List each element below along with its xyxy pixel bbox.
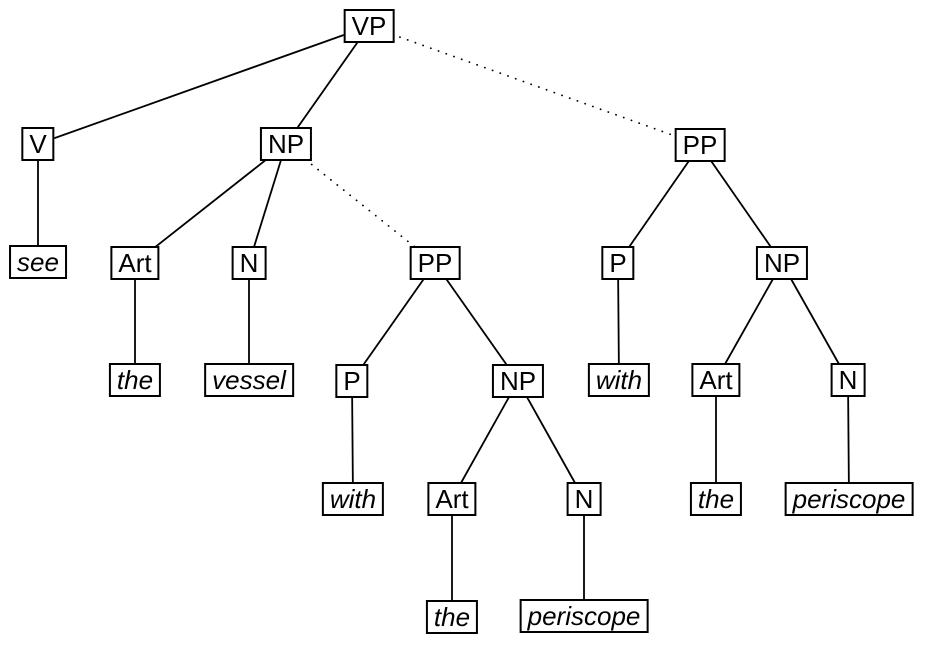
tree-node-art_r: Art — [691, 363, 741, 397]
tree-node-see: see — [9, 245, 67, 279]
tree-node-label: N — [838, 365, 858, 395]
tree-node-label: see — [17, 247, 59, 277]
tree-node-label: P — [609, 248, 627, 278]
tree-node-label: periscope — [792, 484, 906, 514]
tree-node-n1: N — [231, 246, 267, 280]
tree-node-label: V — [29, 129, 47, 159]
tree-node-with_m: with — [321, 482, 385, 516]
tree-node-n_r: N — [830, 363, 866, 397]
tree-node-label: the — [433, 602, 471, 632]
tree-node-label: NP — [499, 366, 537, 396]
tree-node-label: PP — [682, 130, 718, 160]
tree-node-p_m: P — [335, 364, 369, 398]
tree-node-vp: VP — [343, 9, 395, 43]
tree-node-pp_m: PP — [409, 246, 461, 280]
tree-node-label: with — [329, 484, 377, 514]
tree-node-label: P — [343, 366, 361, 396]
tree-edge-pp_m-np_m — [434, 262, 519, 382]
tree-node-the_r: the — [689, 482, 743, 516]
tree-node-n_m: N — [566, 482, 602, 516]
tree-edge-np_m-art_m — [451, 380, 519, 500]
tree-node-label: NP — [763, 248, 801, 278]
tree-edge-p_m-with_m — [351, 380, 354, 500]
tree-node-np1: NP — [259, 127, 313, 161]
tree-node-label: N — [574, 484, 594, 514]
tree-node-label: PP — [417, 248, 453, 278]
tree-node-label: vessel — [212, 365, 286, 395]
tree-edge-np_r-n_r — [781, 262, 849, 381]
tree-edge-pp_m-p_m — [351, 262, 436, 382]
tree-edge-pp_r-p_r — [617, 144, 701, 264]
tree-edge-p_r-with_r — [617, 262, 620, 381]
tree-node-label: Art — [435, 484, 469, 514]
tree-node-label: NP — [267, 129, 305, 159]
tree-edge-n_r-periscope_r — [847, 379, 850, 500]
tree-node-p_r: P — [601, 246, 635, 280]
tree-node-np_r: NP — [755, 246, 809, 280]
tree-node-art_m: Art — [427, 482, 477, 516]
tree-node-the1: the — [108, 363, 162, 397]
tree-node-the_m: the — [425, 600, 479, 634]
tree-node-label: Art — [699, 365, 733, 395]
tree-node-label: VP — [351, 11, 387, 41]
tree-node-periscope_m: periscope — [519, 599, 649, 633]
tree-node-pp_r: PP — [674, 128, 726, 162]
tree-edge-vp-np1 — [285, 25, 370, 145]
tree-node-v: V — [21, 127, 55, 161]
tree-edge-vp-v — [37, 25, 370, 145]
tree-edge-np_r-art_r — [715, 262, 783, 381]
tree-node-np_m: NP — [491, 364, 545, 398]
tree-node-periscope_r: periscope — [784, 482, 914, 516]
tree-edge-np1-n1 — [248, 143, 287, 264]
tree-node-label: Art — [118, 248, 152, 278]
tree-edge-np1-art1 — [134, 143, 287, 264]
tree-node-label: the — [697, 484, 735, 514]
tree-node-label: with — [595, 365, 643, 395]
tree-node-label: the — [116, 365, 154, 395]
tree-node-art1: Art — [110, 246, 160, 280]
tree-node-vessel: vessel — [204, 363, 294, 397]
tree-node-with_r: with — [587, 363, 651, 397]
tree-edge-pp_r-np_r — [699, 144, 783, 264]
tree-edge-np_m-n_m — [517, 380, 585, 500]
tree-node-label: N — [239, 248, 259, 278]
tree-node-label: periscope — [527, 601, 641, 631]
